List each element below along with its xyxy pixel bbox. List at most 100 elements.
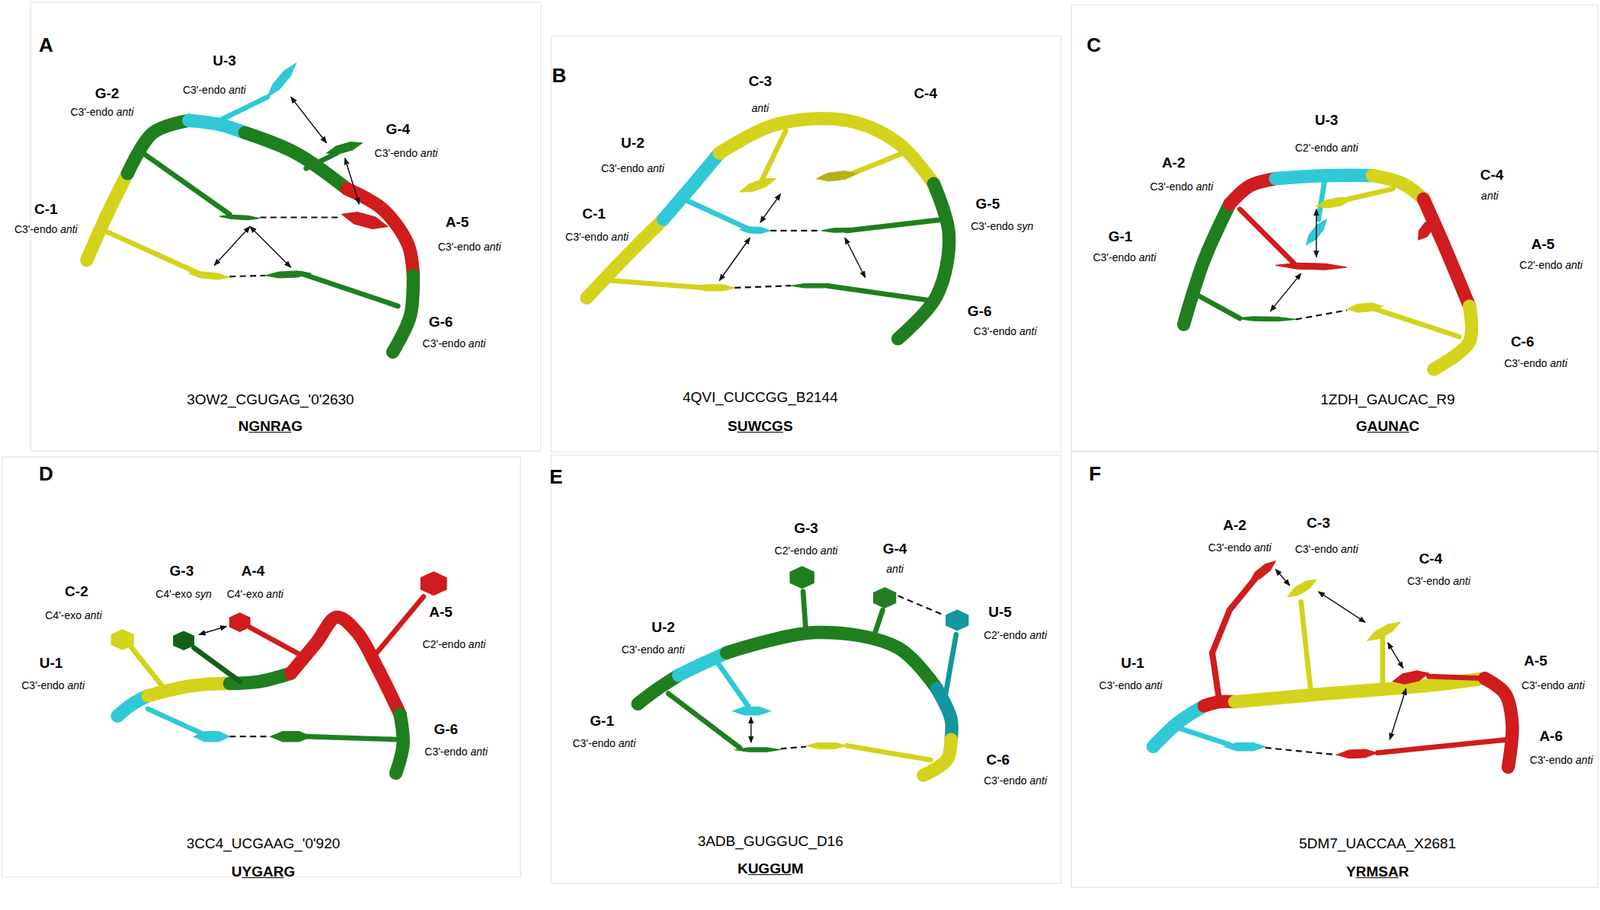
pucker-text: C2'-endo	[1295, 141, 1341, 154]
conformation-label: anti	[886, 563, 904, 576]
base-slab	[734, 748, 781, 752]
conformation-label: C3'-endo anti	[70, 105, 134, 119]
nucleotide-label: C-3	[1306, 515, 1331, 532]
base-stick	[372, 597, 424, 659]
conformation-word: anti	[646, 162, 665, 175]
pucker-text: C3'-endo	[424, 745, 471, 759]
stacking-arrow	[345, 158, 360, 205]
pucker-text: C3'-endo	[973, 325, 1020, 338]
base-stick	[1379, 637, 1386, 690]
nucleotide-label: G-1	[589, 713, 615, 730]
nucleotide-label: C-4	[1480, 166, 1504, 184]
base-slab	[267, 63, 297, 97]
structure-id: 3OW2_CGUGAG_'0'2630	[186, 391, 355, 409]
base-stick	[872, 610, 883, 641]
structures	[86, 63, 1513, 776]
conformation-word: anti	[470, 745, 489, 759]
conformation-label: C3'-endo syn	[970, 220, 1034, 233]
conformation-label: C2'-endo anti	[422, 638, 487, 651]
conformation-word: anti	[1196, 180, 1214, 193]
nucleotide-label: C-4	[1418, 550, 1443, 568]
base-slab	[694, 284, 736, 292]
nucleotide-label: C-4	[913, 85, 938, 103]
motif-flank: Y	[1346, 864, 1357, 880]
base-stick	[102, 230, 199, 275]
motif-core: UGGU	[748, 860, 792, 877]
base-ring	[172, 630, 195, 651]
conformation-word: anti	[1575, 754, 1594, 767]
conformation-word: anti	[1481, 189, 1499, 202]
pucker-text: C3'-endo	[601, 162, 647, 175]
conformation-word: anti	[228, 83, 247, 96]
conformation-label: C3'-endo anti	[1407, 575, 1471, 588]
panel-letter: B	[552, 64, 567, 88]
nucleotide-label: A-5	[1523, 652, 1548, 670]
base-slab	[342, 211, 388, 229]
base-stick	[193, 648, 240, 682]
pucker-text: C3'-endo	[1504, 357, 1550, 370]
nucleotide-label: G-3	[169, 563, 195, 580]
base-stick	[847, 745, 932, 761]
nucleotide-label: C-2	[64, 583, 89, 601]
base-slab	[188, 272, 231, 280]
conformation-label: C3'-endo anti	[973, 325, 1037, 338]
stacking-arrow	[1318, 592, 1366, 623]
pucker-text: C2'-endo	[422, 638, 469, 651]
nucleotide-label: G-4	[883, 540, 908, 558]
base-ring	[945, 610, 969, 632]
nucleotide-label: C-1	[34, 201, 58, 218]
backbone-tube	[1372, 176, 1424, 200]
base-stick	[668, 694, 740, 749]
conformation-label: C2'-endo anti	[774, 544, 839, 557]
nucleotide-label: U-1	[39, 655, 64, 672]
base-stick	[127, 643, 169, 695]
conformation-label: C3'-endo anti	[565, 230, 629, 244]
conformation-label: C3'-endo anti	[601, 162, 665, 175]
sequence-motif: NGNRAG	[238, 418, 303, 436]
base-slab	[1287, 579, 1317, 598]
base-stick	[847, 219, 944, 231]
panel-letter: F	[1088, 463, 1101, 487]
base-stick	[847, 150, 909, 176]
backbone-tube	[86, 173, 128, 261]
base-stick	[803, 592, 807, 635]
motif-flank: R	[1398, 864, 1409, 880]
backbone-tube	[393, 275, 414, 352]
base-slab	[1275, 262, 1348, 270]
base-slab	[1224, 742, 1266, 752]
base-stick	[714, 658, 749, 707]
backbone-tube	[719, 118, 934, 185]
base-stick	[1239, 209, 1294, 264]
nucleotide-label: G-6	[967, 303, 992, 320]
conformation-word: anti	[67, 679, 85, 692]
conformation-label: C3'-endo anti	[1208, 541, 1272, 554]
base-stick	[1372, 308, 1460, 338]
conformation-word: anti	[886, 563, 904, 576]
nucleotide-label: A-5	[1531, 236, 1556, 253]
base-pair-line	[898, 595, 944, 615]
motif-flank: G	[1356, 418, 1368, 435]
panel-frame	[1071, 5, 1598, 453]
nucleotide-label: U-1	[1120, 655, 1145, 672]
structure-id: 1ZDH_GAUCAC_R9	[1320, 391, 1455, 409]
conformation-word: anti	[1549, 357, 1568, 370]
base-slab	[806, 742, 848, 749]
base-ring	[789, 566, 814, 589]
motif-flank: N	[238, 418, 250, 435]
base-pair-line	[1265, 748, 1338, 756]
pucker-text: C3'-endo	[1098, 679, 1145, 692]
base-ring	[873, 587, 896, 609]
conformation-word: anti	[483, 240, 502, 253]
motif-flank: U	[231, 864, 243, 880]
nucleotide-label: C-6	[985, 752, 1010, 769]
pucker-text: C2'-endo	[1519, 259, 1565, 272]
base-ring	[229, 612, 251, 633]
nucleotide-label: A-5	[428, 604, 453, 621]
nucleotide-label: A-6	[1539, 728, 1563, 746]
base-stick	[760, 131, 786, 185]
stacking-arrow	[1275, 569, 1290, 586]
pucker-text: C3'-endo	[182, 83, 229, 96]
backbone-tube	[244, 132, 347, 189]
base-stick	[1318, 182, 1325, 221]
